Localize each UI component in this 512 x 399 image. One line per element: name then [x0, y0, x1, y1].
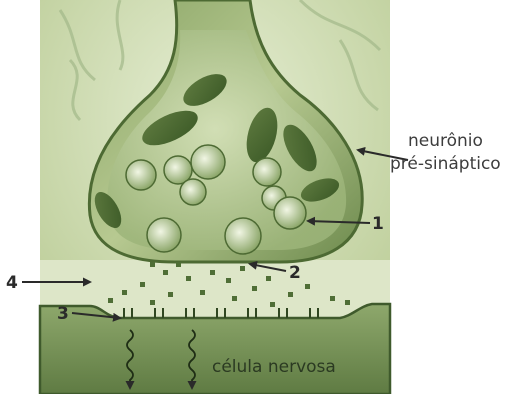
- vesicle: [225, 218, 261, 254]
- vesicle: [274, 197, 306, 229]
- number-1: 1: [372, 214, 384, 234]
- number-4: 4: [6, 273, 18, 293]
- postsynaptic-cell: [40, 304, 390, 394]
- vesicle: [253, 158, 281, 186]
- vesicle: [126, 160, 156, 190]
- vesicle: [147, 218, 181, 252]
- number-2: 2: [289, 263, 301, 283]
- number-3: 3: [57, 304, 69, 324]
- vesicle: [191, 145, 225, 179]
- nerve-cell-label: célula nervosa: [212, 357, 336, 377]
- vesicle: [180, 179, 206, 205]
- presynaptic-label-line1: neurônio: [408, 131, 483, 151]
- presynaptic-label-line2: pré-sináptico: [390, 154, 501, 174]
